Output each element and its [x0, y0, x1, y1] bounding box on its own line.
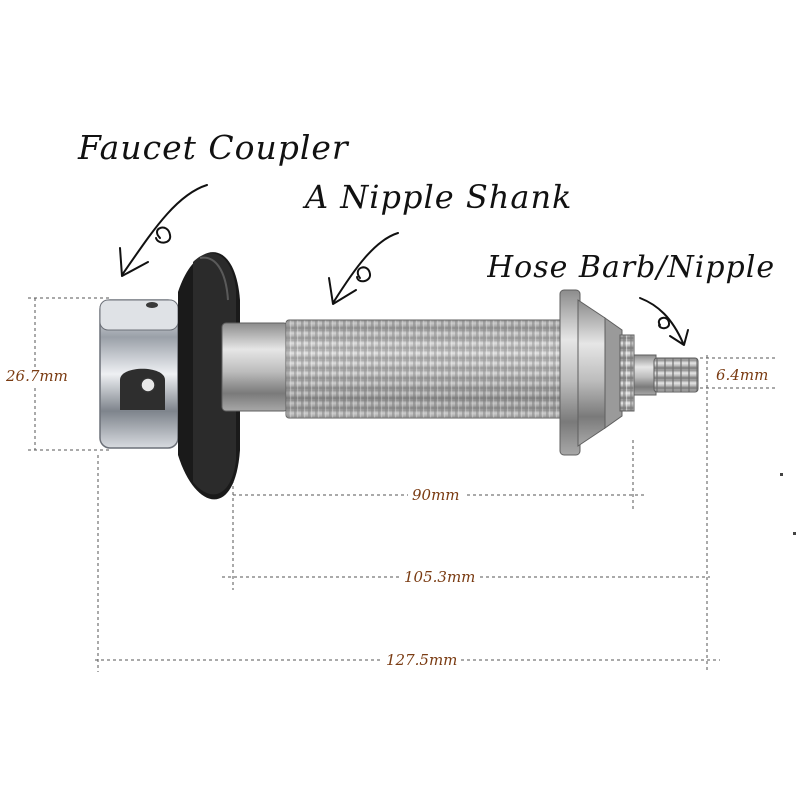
faucet-coupler-illustration — [99, 299, 179, 449]
nipple-shank-arrow — [332, 232, 399, 304]
hose-barb-label: Hose Barb/Nipple — [487, 250, 776, 285]
overall-length-label: 127.5mm — [382, 651, 462, 669]
height-dimension-label: 26.7mm — [4, 367, 70, 385]
nipple-shank-label: A Nipple Shank — [305, 178, 573, 216]
threaded-length-label: 90mm — [408, 486, 464, 504]
faucet-coupler-label: Faucet Coupler — [78, 128, 349, 167]
hose-barb-arrow — [639, 297, 684, 344]
barb-dimension-label: 6.4mm — [714, 366, 771, 384]
shank-collar-illustration — [221, 322, 289, 412]
hex-nut-illustration — [559, 289, 635, 456]
shank-length-label: 105.3mm — [400, 568, 480, 586]
rubber-flange-illustration — [178, 252, 240, 500]
hose-barb-illustration — [633, 354, 699, 396]
threaded-shank-illustration — [285, 319, 577, 419]
callout-arrows — [119, 184, 689, 346]
faucet-coupler-arrow — [121, 184, 208, 276]
